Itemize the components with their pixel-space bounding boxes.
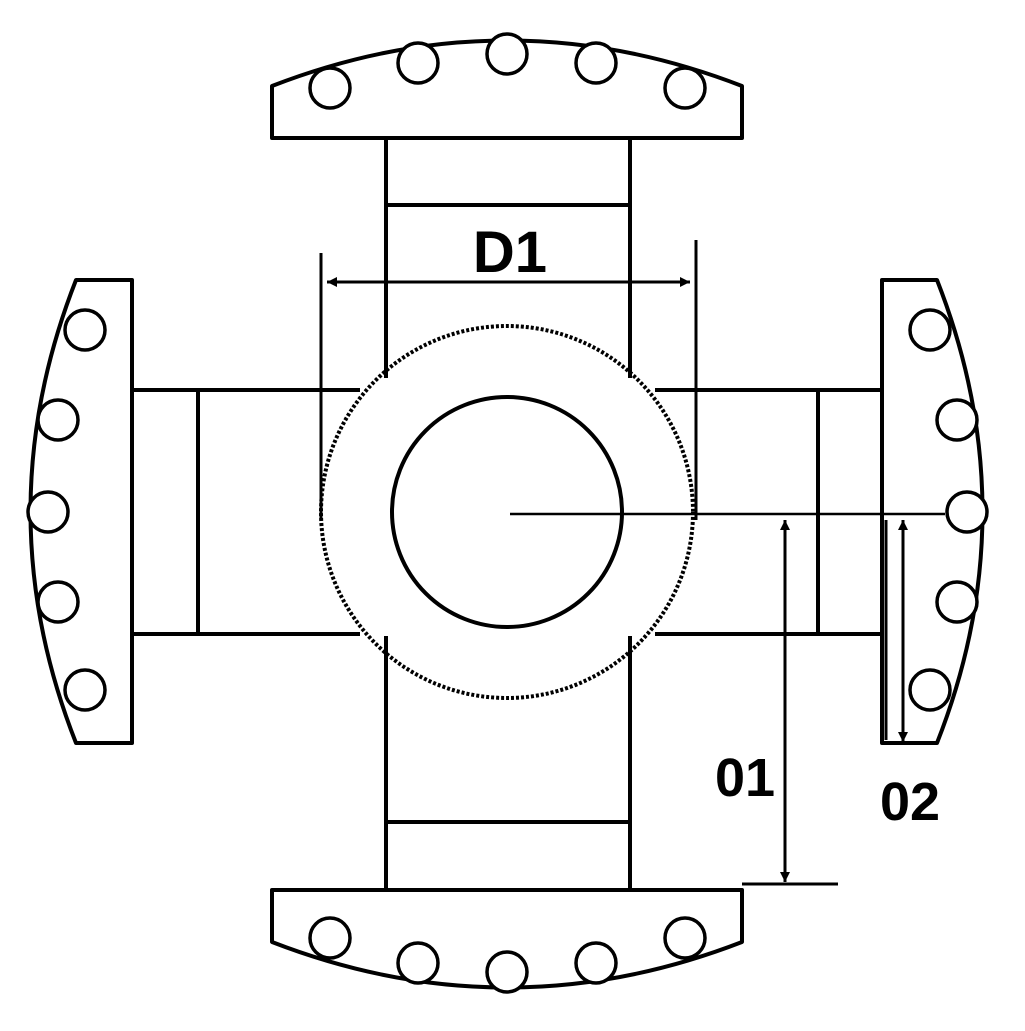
label-o1: 01 xyxy=(715,748,775,808)
center-outer-circle xyxy=(319,324,695,700)
bolt-hole-left-1 xyxy=(63,308,107,352)
bolt-hole-left-5 xyxy=(63,668,107,712)
bolt-hole-left-2 xyxy=(36,398,80,442)
bolt-hole-right-3 xyxy=(945,490,989,534)
bolt-hole-right-2 xyxy=(935,398,979,442)
bolt-hole-bottom-3 xyxy=(485,950,529,994)
bolt-hole-top-4 xyxy=(574,41,618,85)
bolt-hole-right-1 xyxy=(908,308,952,352)
bolt-hole-bottom-1 xyxy=(308,916,352,960)
bolt-hole-right-4 xyxy=(935,580,979,624)
bolt-hole-bottom-4 xyxy=(574,941,618,985)
center-bore-circle xyxy=(390,395,624,629)
bolt-hole-right-5 xyxy=(908,668,952,712)
bolt-hole-top-5 xyxy=(663,66,707,110)
bolt-hole-bottom-2 xyxy=(396,941,440,985)
bolt-holes xyxy=(26,32,989,994)
bolt-hole-top-1 xyxy=(308,66,352,110)
label-o2: 02 xyxy=(880,772,940,832)
bolt-hole-left-4 xyxy=(36,580,80,624)
bolt-hole-left-3 xyxy=(26,490,70,534)
bolt-hole-top-3 xyxy=(485,32,529,76)
bolt-hole-bottom-5 xyxy=(663,916,707,960)
label-d1: D1 xyxy=(473,220,547,285)
bolt-hole-top-2 xyxy=(396,41,440,85)
